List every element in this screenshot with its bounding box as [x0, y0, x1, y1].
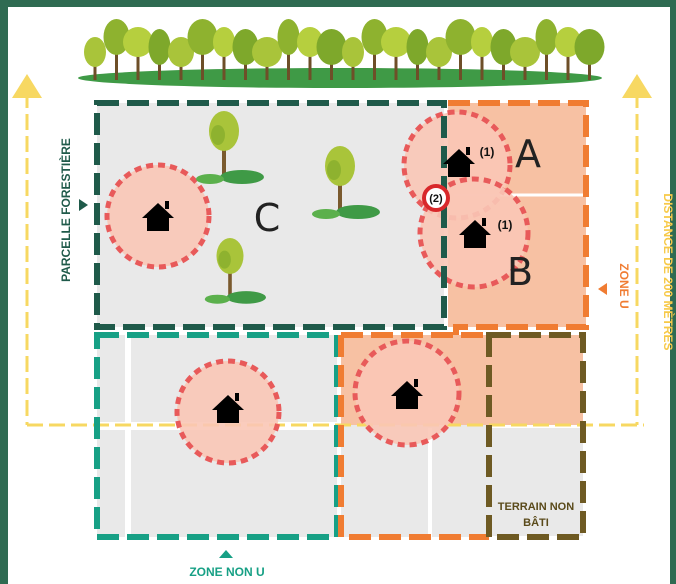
- terrain-outline: [486, 332, 586, 540]
- terrain-label-line2: BÂTI: [523, 516, 549, 529]
- note-1-b: (1): [498, 218, 513, 232]
- arrow-up-icon: [12, 74, 42, 98]
- lot-letter-c: C: [254, 196, 281, 240]
- zone-u-lower-outline: [338, 332, 489, 540]
- zone-non-u-outline: [94, 332, 340, 540]
- overlap-marker: [422, 184, 450, 212]
- parcelle-label: PARCELLE FORESTIÈRE: [58, 138, 73, 282]
- zone-u-label: ZONE U: [617, 263, 631, 308]
- zone-u-ab-outline: [448, 100, 589, 335]
- note-1-a: (1): [480, 145, 495, 159]
- triangle-marker-icon: [79, 199, 88, 211]
- forest-icon: [78, 19, 605, 88]
- lot-letter-a: A: [515, 132, 541, 176]
- lot-letter-b: B: [507, 250, 533, 294]
- terrain-label-line1: TERRAIN NON: [498, 501, 574, 513]
- arrow-up-icon: [622, 74, 652, 98]
- note-2: (2): [429, 193, 443, 205]
- zone-c-outline: [94, 100, 447, 330]
- distance-label: DISTANCE DE 200 MÈTRES: [661, 193, 676, 350]
- zone-non-u-label: ZONE NON U: [189, 565, 264, 579]
- triangle-marker-icon: [219, 550, 233, 558]
- triangle-marker-icon: [598, 283, 607, 295]
